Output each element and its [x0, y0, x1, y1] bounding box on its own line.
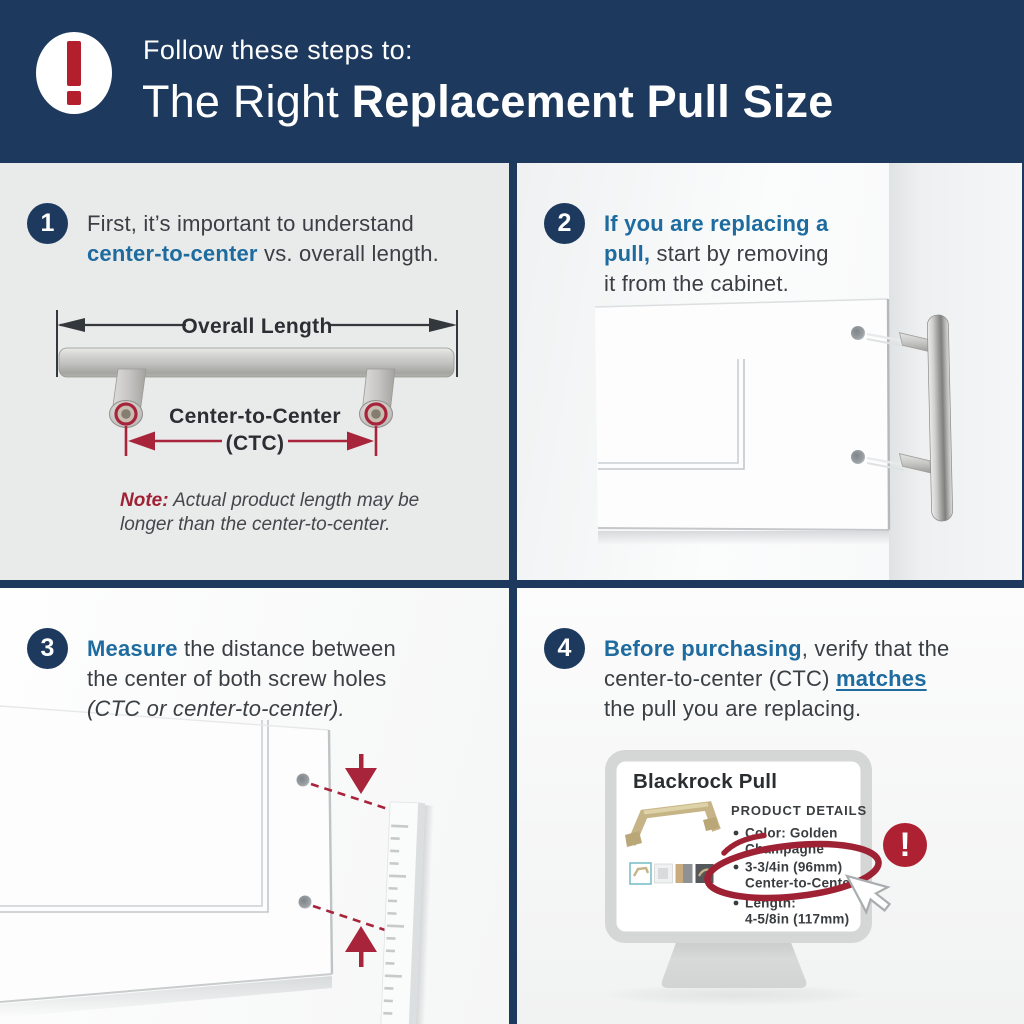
- bullet-ctc-line1: 3-3/4in (96mm): [745, 860, 842, 875]
- header-kicker: Follow these steps to:: [143, 35, 413, 65]
- ctc-abbr-label: (CTC): [226, 432, 285, 455]
- ctc-label: Center-to-Center: [169, 405, 341, 428]
- page-title: The Right Replacement Pull Size: [142, 76, 834, 127]
- header: Follow these steps to: The Right Replace…: [0, 0, 1024, 163]
- overall-length-label: Overall Length: [181, 315, 332, 338]
- vertical-divider: [509, 163, 517, 1024]
- thumbnail-row: [629, 862, 714, 885]
- pull-dimension-diagram: Overall Length Center-to-Center (CTC): [56, 310, 458, 456]
- cursor-icon: [844, 874, 892, 915]
- monitor-product-page-illustration: Blackrock Pull PRODUCT DETAILS Color: Go…: [600, 750, 927, 1006]
- step-3-number: 3: [27, 628, 68, 669]
- cabinet-door-pull-illustration: [594, 163, 1022, 580]
- svg-text:!: !: [899, 826, 910, 864]
- bullet-color-line1: Color: Golden: [745, 826, 838, 841]
- ctc-circle-annotation: [704, 832, 882, 902]
- step-4-number: 4: [544, 628, 585, 669]
- step-4-panel: Blackrock Pull PRODUCT DETAILS Color: Go…: [517, 588, 1024, 1024]
- step-1-number: 1: [27, 203, 68, 244]
- bullet-ctc-line2: Center-to-Center: [745, 876, 856, 891]
- step-2-number: 2: [544, 203, 585, 244]
- product-title: Blackrock Pull: [633, 770, 777, 793]
- exclamation-icon: [36, 32, 112, 114]
- step-1-panel: Overall Length Center-to-Center (CTC) 1 …: [0, 163, 509, 580]
- alert-exclamation-icon: !: [883, 823, 927, 867]
- measuring-ruler-illustration: [0, 705, 435, 1024]
- product-details-heading: PRODUCT DETAILS: [731, 803, 867, 818]
- horizontal-divider: [0, 580, 1024, 588]
- bullet-length-line2: 4-5/8in (117mm): [745, 912, 849, 927]
